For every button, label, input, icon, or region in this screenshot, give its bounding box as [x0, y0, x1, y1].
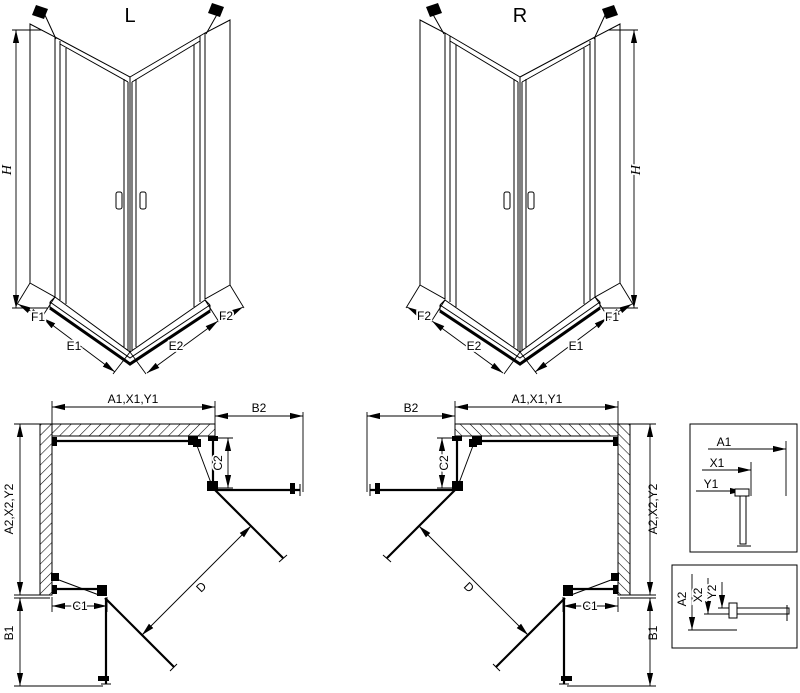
door-handle-icon — [290, 483, 295, 494]
dim-label-c2-right: C2 — [437, 455, 451, 471]
detail-box-frame — [689, 423, 798, 553]
hinge-icon — [97, 585, 107, 596]
pivot-icon — [51, 573, 59, 581]
variant-title-left: L — [124, 5, 135, 27]
dim-label-f2-left: F2 — [219, 309, 233, 323]
dim-label-a1x1y1-left: A1,X1,Y1 — [108, 392, 159, 406]
dim-label-b2-left: B2 — [252, 401, 267, 415]
wall-section-side — [39, 423, 53, 596]
dim-label-e2-left: E2 — [169, 339, 184, 353]
door-handle-icon — [115, 191, 123, 210]
dim-label-h-right: H — [629, 164, 644, 176]
wall-bracket-icon — [208, 436, 218, 441]
detail-box-frame — [671, 564, 798, 649]
detail-dim-a2: A2 — [675, 591, 689, 606]
dim-label-f1-left: F1 — [31, 310, 45, 324]
detail-dim-y2: Y2 — [705, 584, 719, 599]
dim-label-b1-right: B1 — [646, 625, 660, 640]
right-variant-plan-view — [367, 401, 656, 686]
dim-label-e1-right: E1 — [569, 339, 584, 353]
pivot-icon — [193, 439, 201, 447]
left-variant-plan-view — [14, 401, 304, 687]
glass-profile-detail-bottom — [671, 564, 798, 649]
dim-label-a2x2y2-left: A2,X2,Y2 — [2, 483, 16, 534]
glass-profile-detail-top — [689, 423, 798, 553]
detail-dim-x1: X1 — [710, 456, 725, 470]
dim-label-b2-right: B2 — [404, 401, 419, 415]
detail-dim-x2: X2 — [691, 587, 705, 602]
dim-label-b1-left: B1 — [2, 625, 16, 640]
wall-profile-section — [728, 602, 738, 619]
dim-label-c1-right: C1 — [582, 599, 598, 613]
dim-label-f2-right: F2 — [417, 309, 431, 323]
dim-label-e1-left: E1 — [67, 339, 82, 353]
wall-bracket-icon — [52, 585, 57, 594]
dim-label-h-left: H — [0, 164, 15, 176]
glass-panel-section — [736, 607, 790, 615]
dim-label-e2-right: E2 — [467, 339, 482, 353]
detail-dim-y1: Y1 — [704, 477, 719, 491]
wall-profile-section — [734, 488, 750, 497]
detail-dim-a1: A1 — [717, 435, 732, 449]
variant-title-right: R — [513, 5, 527, 27]
dim-label-c2-left: C2 — [211, 455, 225, 471]
door-handle-icon — [139, 191, 147, 210]
dim-label-c1-left: C1 — [72, 599, 88, 613]
door-handle-icon — [98, 676, 109, 681]
wall-section-top — [39, 423, 216, 437]
glass-panel-section — [739, 495, 747, 545]
hinge-icon — [207, 481, 218, 491]
right-variant-3d-view — [406, 3, 638, 374]
left-variant-3d-view — [12, 3, 245, 375]
dim-label-a2x2y2-right: A2,X2,Y2 — [646, 483, 660, 534]
dim-label-f1-right: F1 — [605, 310, 619, 324]
wall-bracket-icon — [52, 437, 57, 446]
dim-label-a1x1y1-right: A1,X1,Y1 — [512, 392, 563, 406]
